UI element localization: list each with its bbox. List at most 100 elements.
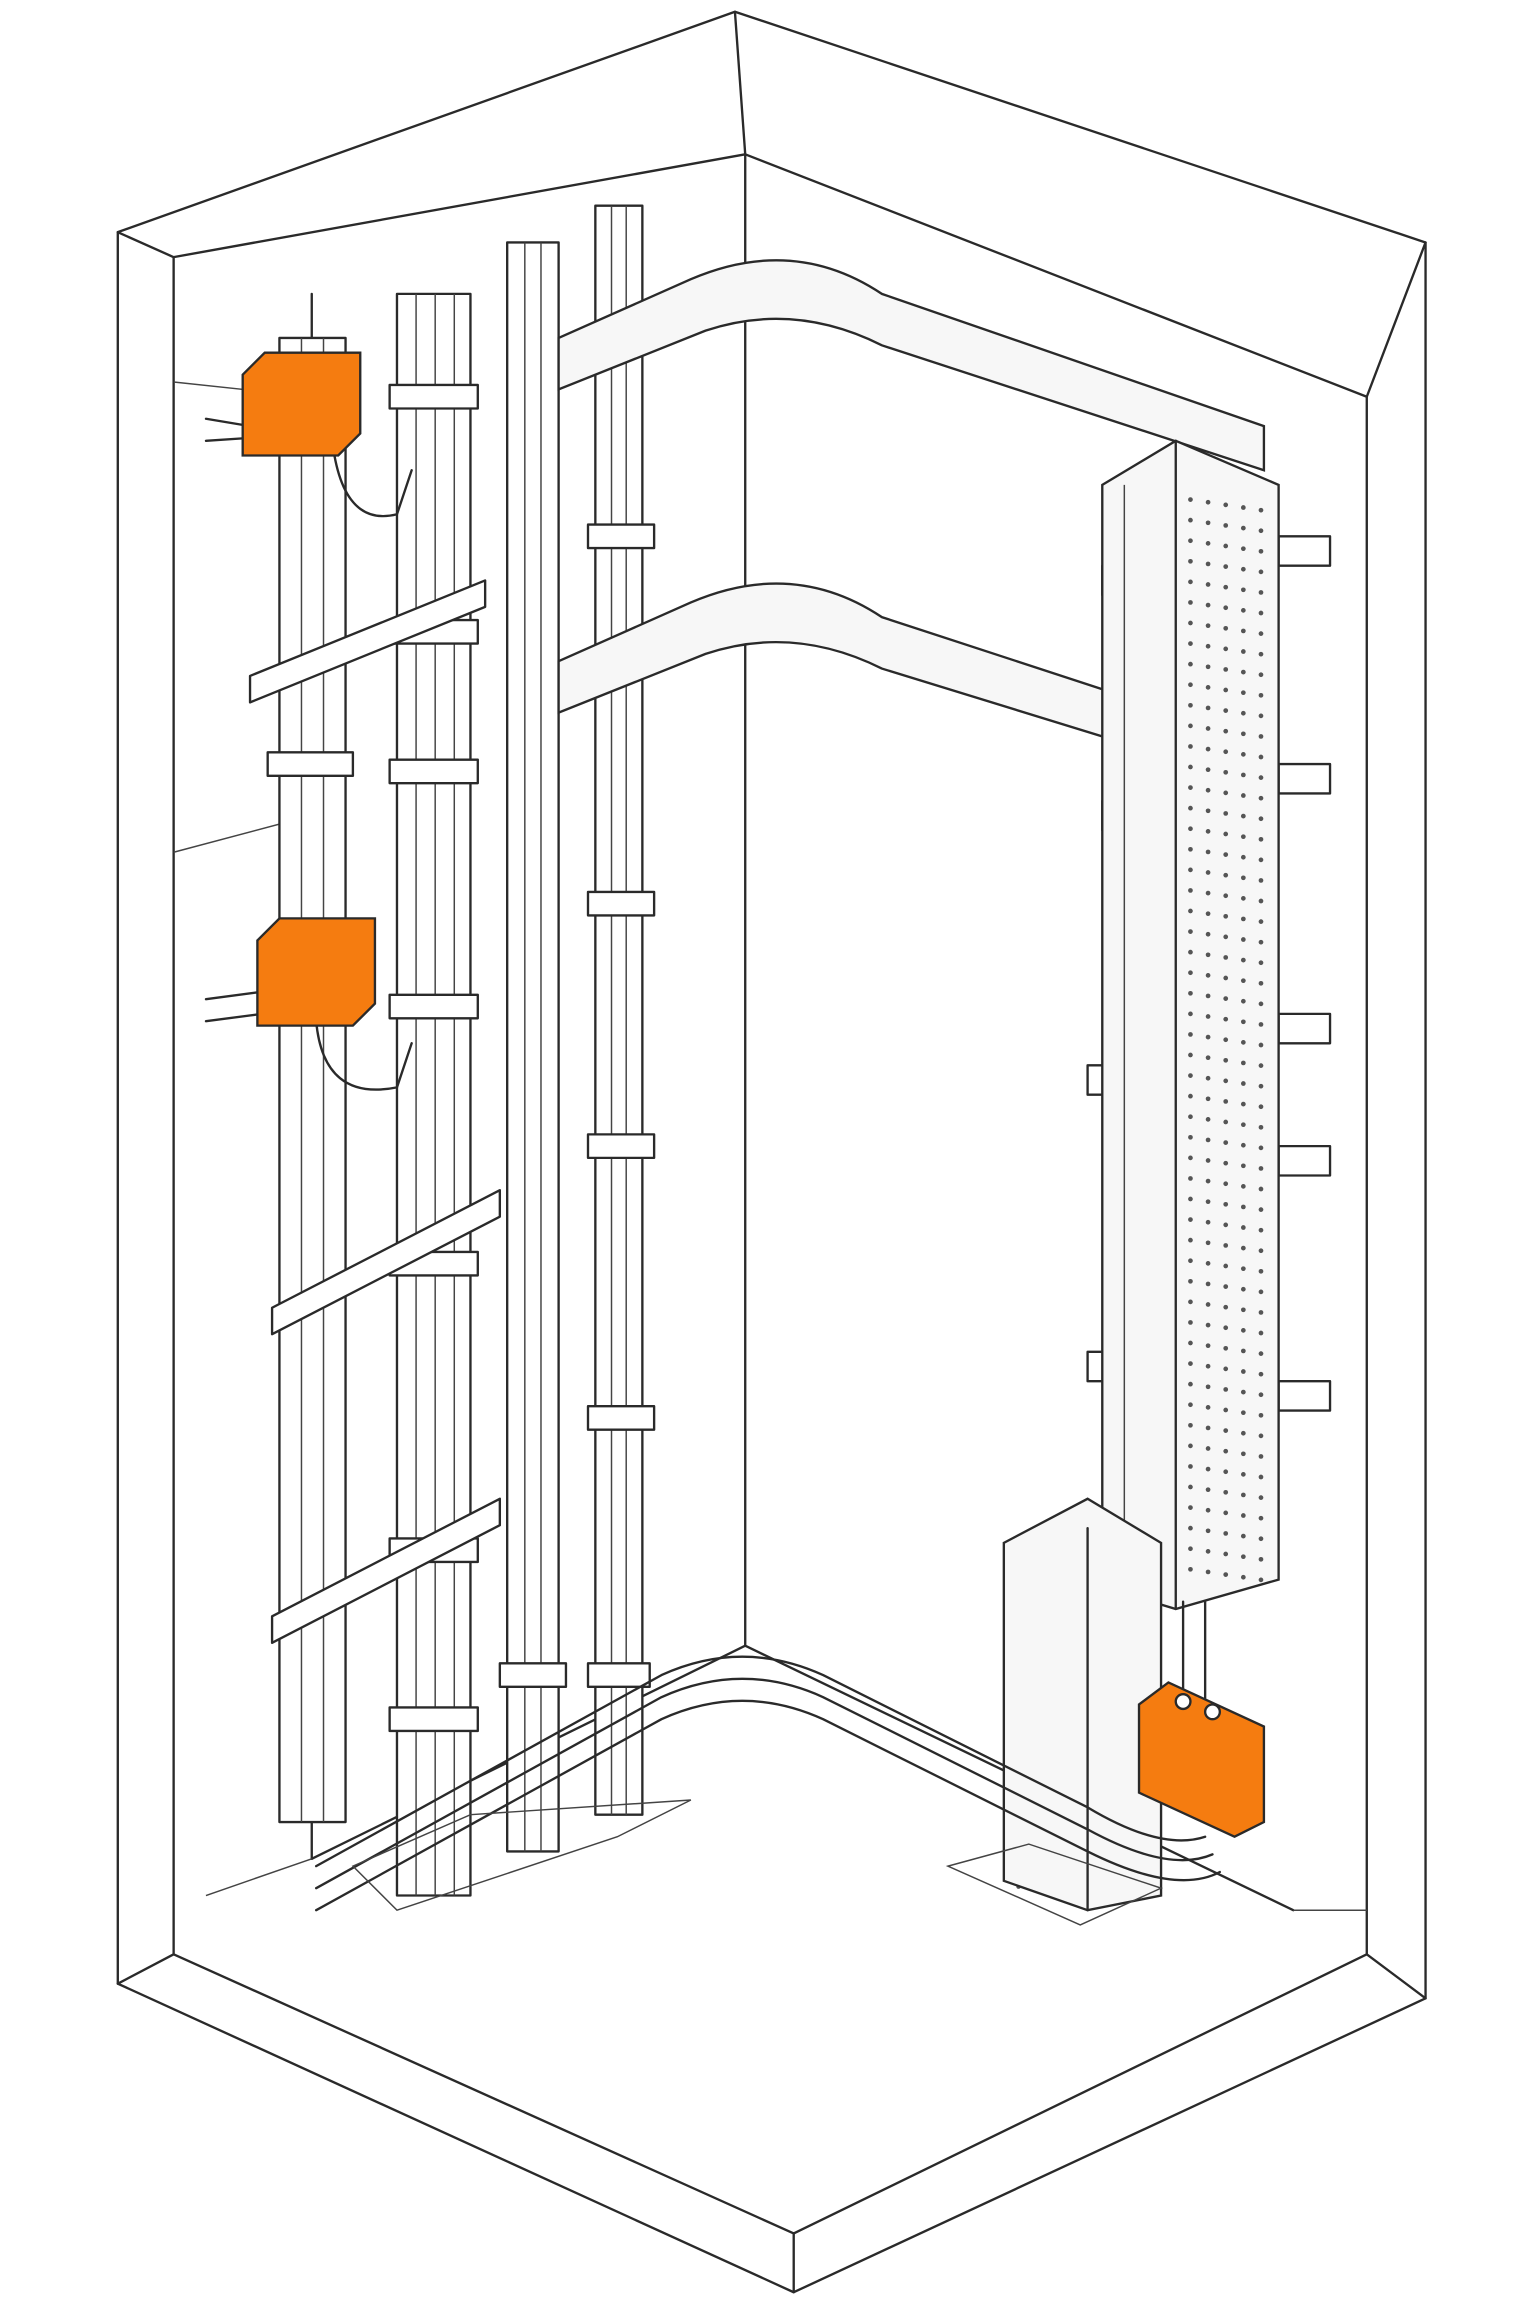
perforation	[1223, 1407, 1229, 1413]
perforation	[1240, 1513, 1246, 1518]
perforation	[1188, 744, 1193, 749]
perforation	[1258, 960, 1264, 966]
perforation	[1188, 970, 1193, 976]
perforation	[1258, 548, 1264, 554]
wall-strap	[270, 1189, 502, 1336]
perforation	[1205, 1117, 1211, 1122]
perforation	[1223, 1572, 1229, 1577]
tray-bracket	[1277, 1144, 1332, 1177]
perforation	[1240, 1369, 1246, 1374]
perforation	[1205, 973, 1211, 978]
perforation	[1258, 1022, 1264, 1027]
perforation	[1223, 975, 1229, 981]
perforation	[1258, 1495, 1264, 1500]
wall-strap	[270, 1497, 502, 1644]
perforation	[1205, 582, 1211, 587]
perforation	[1240, 834, 1246, 840]
perforation	[1205, 1322, 1211, 1328]
perforation	[1223, 913, 1229, 919]
perforation	[1240, 937, 1246, 942]
perforation	[1188, 1032, 1193, 1037]
perforation	[1240, 813, 1246, 819]
perforation	[1223, 1099, 1229, 1104]
perforation	[1240, 1060, 1246, 1066]
perforation	[1205, 1158, 1211, 1163]
perforation	[1258, 836, 1264, 842]
clamp	[586, 523, 656, 550]
perforation	[1240, 525, 1246, 531]
perforation	[1258, 980, 1264, 986]
perforation	[1240, 1492, 1246, 1498]
perforation	[1240, 1019, 1246, 1025]
perforation	[1188, 846, 1193, 852]
perforation	[1258, 939, 1264, 945]
perforation	[1205, 1096, 1211, 1102]
perforation	[1188, 1381, 1193, 1387]
perforation	[1240, 957, 1246, 963]
perforation	[1240, 608, 1246, 613]
perforation	[1223, 1531, 1229, 1536]
perforation	[1205, 1528, 1211, 1534]
perforation	[1258, 692, 1264, 698]
perforation	[1188, 538, 1193, 544]
perforation	[1258, 713, 1264, 719]
perforation	[1188, 1196, 1193, 1202]
perforation	[1223, 852, 1229, 857]
perforation	[1188, 1525, 1193, 1531]
perforation	[1240, 1451, 1246, 1457]
clamp	[586, 1662, 651, 1689]
perforation	[1188, 1134, 1193, 1140]
perforation	[1258, 795, 1264, 801]
perforation	[1258, 1104, 1264, 1110]
perforation	[1205, 1425, 1211, 1431]
perforation	[1188, 620, 1193, 626]
perforation	[1205, 643, 1211, 649]
perforation	[1205, 849, 1211, 855]
perforation	[1188, 1114, 1193, 1120]
perforation	[1258, 1248, 1264, 1254]
perforation	[1240, 1533, 1246, 1539]
perforation	[1205, 1343, 1211, 1349]
perforation	[1223, 1057, 1229, 1063]
perforation	[1205, 705, 1211, 711]
perforation	[1258, 1001, 1264, 1007]
perforation	[1188, 1299, 1193, 1305]
perforation	[1240, 1348, 1246, 1354]
perforation	[1223, 646, 1229, 652]
clamp	[586, 1133, 656, 1160]
perforation	[1223, 1037, 1229, 1043]
perforation	[1240, 1142, 1246, 1148]
perforation	[1223, 1140, 1229, 1145]
perforation	[1188, 949, 1193, 955]
perforation	[1240, 752, 1246, 757]
perforation	[1205, 623, 1211, 629]
clamp	[388, 758, 479, 785]
perforation	[1188, 826, 1193, 832]
perforation	[1188, 558, 1193, 564]
perforation	[1205, 1240, 1211, 1246]
perforation	[1240, 587, 1246, 593]
perforation	[1188, 1176, 1193, 1181]
perforation	[1205, 1405, 1211, 1410]
perforation	[1258, 775, 1264, 780]
perforation	[1205, 746, 1211, 752]
perforation	[1258, 672, 1264, 678]
tray-bracket	[1277, 1380, 1332, 1412]
perforation	[1258, 1083, 1264, 1089]
perforation	[1258, 1124, 1264, 1130]
perforation	[1188, 497, 1193, 502]
perforation	[1240, 978, 1246, 984]
perforation	[1223, 1078, 1229, 1084]
perforation	[1240, 1328, 1246, 1333]
perforation	[1188, 805, 1193, 811]
perforation	[1188, 867, 1193, 873]
perforation	[1240, 1389, 1246, 1395]
perforation	[1258, 1063, 1264, 1068]
perforation	[1240, 1286, 1246, 1292]
perforation	[1223, 1428, 1229, 1433]
perforation	[1240, 731, 1246, 737]
perforation	[1205, 911, 1211, 917]
perforation	[1205, 890, 1211, 896]
perforation	[1188, 1258, 1193, 1264]
perforation	[1205, 993, 1211, 999]
